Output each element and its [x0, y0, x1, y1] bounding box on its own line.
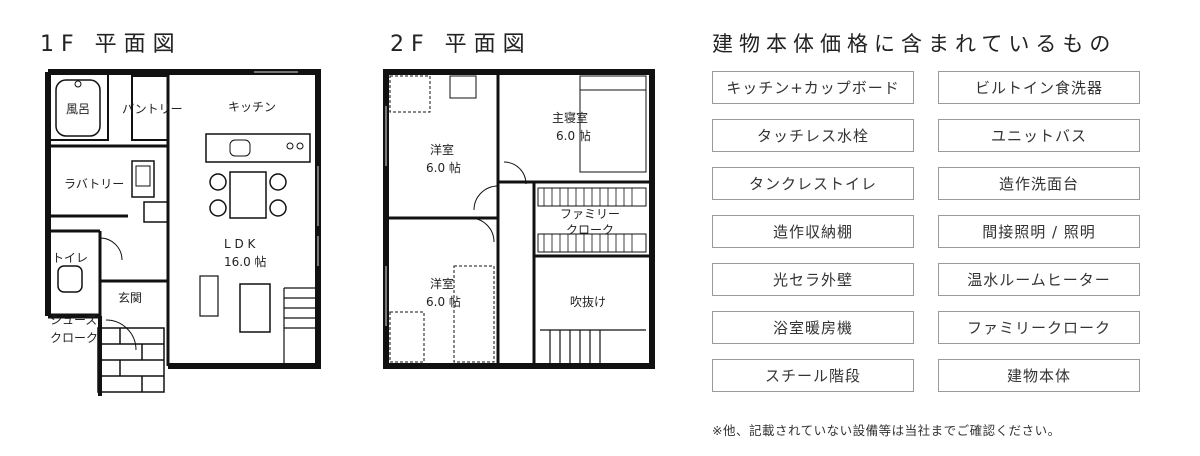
feature-item: 間接照明 / 照明 [938, 215, 1140, 248]
room-shoes-2: クローク [50, 331, 98, 345]
floor1-plan: 風呂 パントリー キッチン ラバトリー トイレ L D K 16.0 帖 玄関 … [45, 69, 321, 396]
features-title: 建物本体価格に含まれているもの [712, 32, 1117, 56]
room-pantry: パントリー [122, 102, 183, 116]
feature-item: 光セラ外壁 [712, 263, 914, 296]
floor2-title: 2F 平面図 [390, 32, 532, 57]
feature-item: キッチン+カップボード [712, 71, 914, 104]
room-shoes-1: シューズ [50, 312, 97, 327]
feature-item: タッチレス水栓 [712, 119, 914, 152]
room-lavatory: ラバトリー [64, 177, 124, 191]
room-entrance: 玄関 [118, 290, 142, 305]
feature-item: ユニットバス [938, 119, 1140, 152]
feature-item: ファミリークローク [938, 311, 1140, 344]
room-family-closet-1: ファミリー [560, 207, 620, 221]
features-grid: キッチン+カップボード ビルトイン食洗器 タッチレス水栓 ユニットバス タンクレ… [712, 71, 1142, 392]
feature-item: 建物本体 [938, 359, 1140, 392]
floor2-plan: 洋室 6.0 帖 主寝室 6.0 帖 ファミリー クローク 洋室 6.0 帖 吹… [383, 69, 655, 369]
disclaimer-note: ※他、記載されていない設備等は当社までご確認ください。 [712, 423, 1061, 438]
feature-item: タンクレストイレ [712, 167, 914, 200]
room-family-closet-2: クローク [566, 223, 614, 237]
room-western-2: 洋室 [430, 276, 454, 291]
room-western-2-size: 6.0 帖 [426, 294, 461, 309]
feature-item: 温水ルームヒーター [938, 263, 1140, 296]
room-master: 主寝室 [552, 110, 588, 125]
room-ldk: L D K [224, 237, 257, 251]
room-kitchen: キッチン [228, 100, 276, 114]
room-toilet: トイレ [52, 251, 88, 265]
room-ldk-size: 16.0 帖 [224, 254, 267, 269]
room-bath: 風呂 [66, 102, 90, 116]
floor1-title: 1F 平面図 [40, 32, 182, 57]
feature-item: 造作洗面台 [938, 167, 1140, 200]
feature-item: 造作収納棚 [712, 215, 914, 248]
feature-item: スチール階段 [712, 359, 914, 392]
room-western-1: 洋室 [430, 142, 454, 157]
room-master-size: 6.0 帖 [556, 128, 591, 143]
room-void: 吹抜け [570, 295, 606, 309]
room-western-1-size: 6.0 帖 [426, 160, 461, 175]
feature-item: 浴室暖房機 [712, 311, 914, 344]
feature-item: ビルトイン食洗器 [938, 71, 1140, 104]
